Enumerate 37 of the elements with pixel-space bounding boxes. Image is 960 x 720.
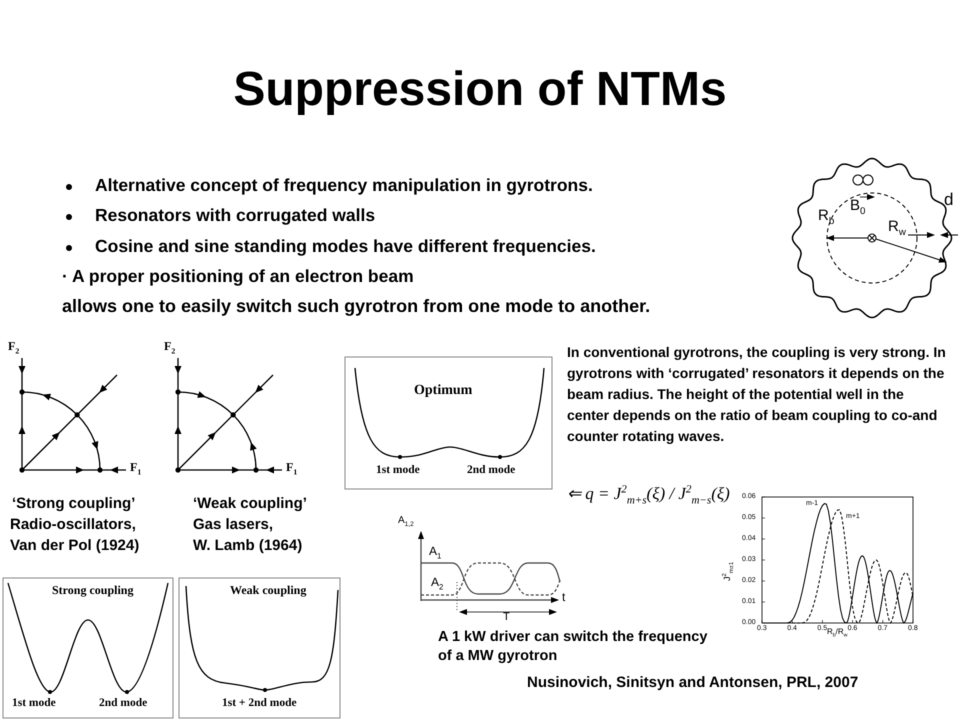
mode-label: 1st mode: [12, 697, 56, 710]
dimension-label: d: [944, 190, 954, 210]
plot-title: Optimum: [414, 383, 472, 400]
mode-label: 1st + 2nd mode: [222, 697, 297, 710]
body-text: · A proper positioning of an electron beam: [62, 266, 414, 286]
bullet-text: Alternative concept of frequency manipulation in gyrotrons.: [95, 175, 593, 196]
plot-title: Strong coupling: [52, 584, 134, 598]
caption-text: Gas lasers,: [193, 516, 274, 534]
axis-label: F$_{1}$: [130, 461, 142, 475]
formula: ⇐ q = J$^{2}$$_{m+s}$(ξ) / J$^{2}$$_{m−s}$(ξ): [567, 484, 730, 504]
caption-text: A 1 kW driver can switch the frequency of a MW gyrotron: [438, 628, 708, 666]
caption-text: ‘Weak coupling’: [193, 495, 307, 512]
curve-label: A$_{2}$: [431, 576, 444, 590]
axis-label: F$_{2}$: [164, 340, 176, 354]
axis-label: F$_{2}$: [8, 340, 20, 354]
mode-label: 2nd mode: [467, 464, 516, 478]
axis-label: A$_{1,2}$: [398, 515, 414, 526]
body-text: In conventional gyrotrons, the coupling is very strong. In gyrotrons with ‘corrugated’ resonators it depends on the beam radius. The height of the potential well in the center depends on the ratio of beam coupling to co-and counter rotating waves.: [567, 343, 947, 446]
caption-text: ‘Strong coupling’: [12, 495, 136, 512]
dimension-label: T: [503, 611, 510, 624]
field-label: B$_{0}$: [850, 197, 866, 214]
slide-title: Suppression of NTMs: [232, 62, 728, 117]
axis-label: t: [562, 591, 566, 605]
plot-title: Weak coupling: [230, 584, 306, 598]
caption-text: Radio-oscillators,: [10, 516, 136, 534]
bullet-text: Resonators with corrugated walls: [95, 205, 376, 226]
mode-label: 2nd mode: [99, 697, 148, 710]
citation-text: Nusinovich, Sinitsyn and Antonsen, PRL, 2007: [527, 674, 858, 692]
body-text: allows one to easily switch such gyrotron from one mode to another.: [62, 296, 650, 317]
axis-label: R$_{b}$/R$_{w}$: [827, 627, 848, 636]
curve-label: A$_{1}$: [429, 545, 442, 559]
mode-label: 1st mode: [376, 464, 420, 478]
caption-text: W. Lamb (1964): [193, 537, 302, 554]
caption-text: Van der Pol (1924): [10, 537, 140, 554]
bullet-text: Cosine and sine standing modes have different frequencies.: [95, 236, 596, 256]
axis-label: F$_{1}$: [286, 461, 298, 475]
radius-label: R$_{w}$: [888, 218, 906, 236]
